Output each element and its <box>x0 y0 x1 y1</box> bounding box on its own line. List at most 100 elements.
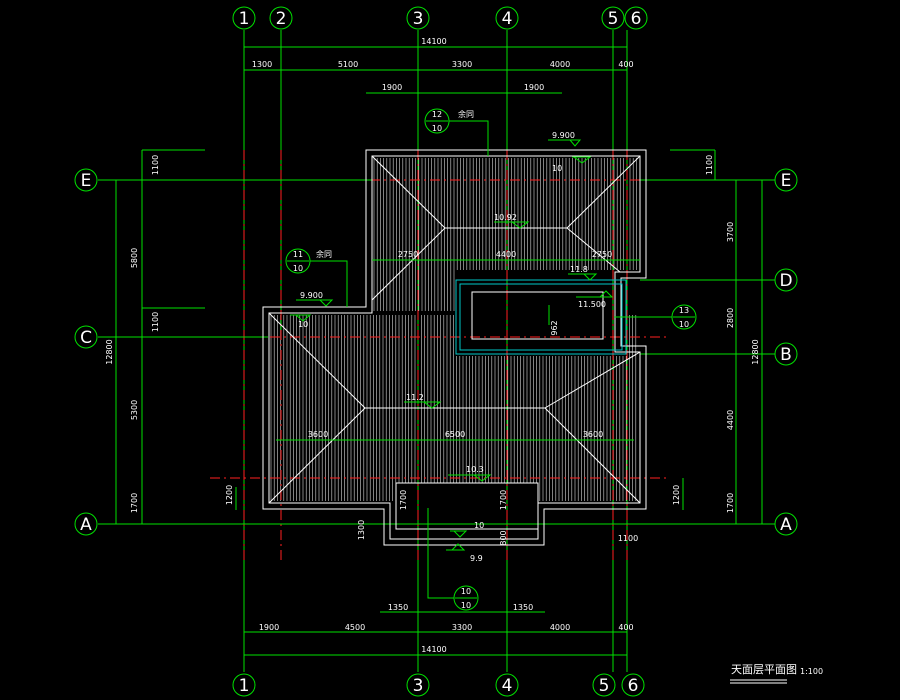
dim-top-0: 1300 <box>252 60 272 69</box>
callout-3-bottom: 10 <box>679 320 689 329</box>
grid-top-2: 2 <box>276 9 287 29</box>
canopy-mask <box>396 483 538 529</box>
level-10-lower: 10 <box>298 320 308 329</box>
skylight-outer <box>455 279 627 355</box>
grid-right-a: A <box>780 515 792 535</box>
dimension-lines <box>115 46 763 656</box>
callout-2-note: 余同 <box>316 249 332 259</box>
grid-top-6: 6 <box>631 9 642 29</box>
level-10-canopy: 10 <box>474 521 484 530</box>
callout-1-top: 12 <box>432 110 442 119</box>
drawing-title-text: 天面层平面图 <box>731 663 797 676</box>
upper-roof-hatch <box>373 158 637 311</box>
grid-bottom-4: 4 <box>502 676 513 696</box>
grid-right-e: E <box>781 171 792 191</box>
skylight-opening <box>471 291 604 340</box>
dim-left-4: 1700 <box>130 493 139 513</box>
grid-bubbles-left: E C A <box>74 168 98 536</box>
grid-bottom-3: 3 <box>413 676 424 696</box>
dim-canopy-3: 800 <box>499 530 508 545</box>
dim-lower-0: 3600 <box>308 430 328 439</box>
dim-canopy-2: 1700 <box>499 490 508 510</box>
callout-2-bottom: 10 <box>293 264 303 273</box>
dim-left-1: 5800 <box>130 248 139 268</box>
callout-4-top: 10 <box>461 587 471 596</box>
grid-left-c: C <box>80 328 92 348</box>
level-marks: 9.900 10 10.92 11.8 11.500 9.900 10 11.2… <box>290 131 614 563</box>
grid-bottom-5: 5 <box>599 676 610 696</box>
dim-bottom-4: 400 <box>618 623 633 632</box>
dim-top-inner-1: 1900 <box>524 83 544 92</box>
grid-bottom-1: 1 <box>239 676 250 696</box>
detail-callouts: 12 10 余同 11 10 余同 13 10 10 10 <box>285 108 697 611</box>
dim-top-4: 400 <box>618 60 633 69</box>
level-118: 11.8 <box>570 265 588 274</box>
dim-right-1: 3700 <box>726 222 735 242</box>
dim-left-2: 1100 <box>151 312 160 332</box>
dim-right-small-0: 1200 <box>672 485 681 505</box>
grid-top-1: 1 <box>239 9 250 29</box>
dim-right-4: 1700 <box>726 493 735 513</box>
grid-left-a: A <box>80 515 92 535</box>
level-9900-upper: 9.900 <box>552 131 575 140</box>
level-9900-lower: 9.900 <box>300 291 323 300</box>
grid-top-3: 3 <box>413 9 424 29</box>
dim-lower-1: 6500 <box>445 430 465 439</box>
callout-4-bottom: 10 <box>461 601 471 610</box>
grid-bottom-6: 6 <box>628 676 639 696</box>
grid-bubbles-top: 1 2 3 4 5 6 <box>232 6 648 30</box>
level-99: 9.9 <box>470 554 483 563</box>
dim-top-3: 4000 <box>550 60 570 69</box>
grid-top-5: 5 <box>608 9 619 29</box>
callout-1-note: 余同 <box>458 109 474 119</box>
dim-top-2: 3300 <box>452 60 472 69</box>
dim-canopy-1: 1700 <box>399 490 408 510</box>
drawing-title: 天面层平面图 1:100 <box>730 663 823 684</box>
level-11500: 11.500 <box>578 300 606 309</box>
dim-bottom-2: 3300 <box>452 623 472 632</box>
dim-left-3: 5300 <box>130 400 139 420</box>
dim-bottom-1: 4500 <box>345 623 365 632</box>
dim-bottom-inner-0: 1350 <box>388 603 408 612</box>
dim-bottom-3: 4000 <box>550 623 570 632</box>
roof-outline <box>262 149 647 546</box>
level-103: 10.3 <box>466 465 484 474</box>
drawing-scale: 1:100 <box>800 667 823 676</box>
dim-bottom-total: 14100 <box>421 645 446 654</box>
level-10-upper: 10 <box>552 164 562 173</box>
lower-roof-hatch <box>270 278 637 529</box>
level-1092: 10.92 <box>494 213 517 222</box>
level-112: 11.2 <box>406 393 424 402</box>
dim-upper-2: 2750 <box>592 250 612 259</box>
grid-bubbles-right: E D B A <box>774 168 798 536</box>
grid-right-b: B <box>780 345 792 365</box>
grid-right-d: D <box>779 271 792 291</box>
dim-upper-1: 4400 <box>496 250 516 259</box>
dim-left-small: 1200 <box>225 485 234 505</box>
grid-top-4: 4 <box>502 9 513 29</box>
dim-upper-0: 2750 <box>398 250 418 259</box>
grid-left-e: E <box>81 171 92 191</box>
horizontal-grid-lines <box>98 179 775 525</box>
dim-left-total: 12800 <box>105 339 114 364</box>
dim-bottom-0: 1900 <box>259 623 279 632</box>
dim-lower-2: 3600 <box>583 430 603 439</box>
dimension-texts: 14100 1300 5100 3300 4000 400 1900 1900 … <box>105 37 760 654</box>
dim-bottom-inner-1: 1350 <box>513 603 533 612</box>
canopy-opening <box>395 482 539 530</box>
dim-canopy-0: 1300 <box>357 520 366 540</box>
hip-lines <box>268 155 641 504</box>
dim-skylight-w: 962 <box>550 320 559 335</box>
grid-bubbles-bottom: 1 3 4 5 6 <box>232 673 645 697</box>
dim-top-inner-0: 1900 <box>382 83 402 92</box>
callout-3-top: 13 <box>679 306 689 315</box>
dim-left-0: 1100 <box>151 155 160 175</box>
dim-right-2: 2800 <box>726 308 735 328</box>
dim-top-1: 5100 <box>338 60 358 69</box>
dim-right-small-1: 1100 <box>618 534 638 543</box>
dim-right-total: 12800 <box>751 339 760 364</box>
dim-right-3: 4400 <box>726 410 735 430</box>
skylight-mask <box>456 278 628 356</box>
callout-1-bottom: 10 <box>432 124 442 133</box>
